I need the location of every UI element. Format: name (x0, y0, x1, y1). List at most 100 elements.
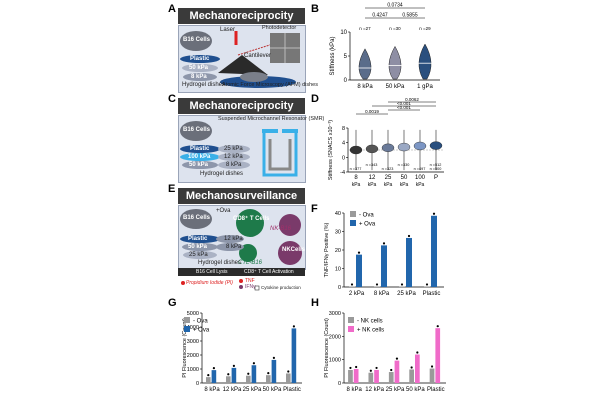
panel-letter-h: H (311, 297, 319, 309)
e-cytokine-label: Cytokine production (261, 285, 301, 290)
e-dish-50kpa: 50 kPa (188, 244, 208, 250)
x-unit-label: kPa (368, 182, 377, 188)
y-tick-label: 30 (335, 230, 341, 236)
violin (429, 141, 443, 150)
e-hydrogel-label: Hydrogel dishes (198, 260, 242, 266)
data-point (436, 325, 439, 328)
y-tick-label: 0 (338, 381, 341, 387)
n-label: n =323 (382, 167, 394, 171)
bar (424, 286, 430, 288)
x-tick-label: 50 (401, 175, 408, 181)
y-tick-label: 3000 (329, 311, 341, 317)
data-point (375, 366, 378, 370)
y-tick-label: 1000 (329, 358, 341, 364)
a-dish-plastic: Plastic (190, 56, 210, 62)
e-dish-plastic: Plastic (188, 236, 208, 242)
bar (388, 372, 394, 383)
x-tick-label: P (434, 175, 438, 181)
x-tick-label: 1 gPa (417, 84, 433, 90)
n-label: n =30 (389, 26, 401, 31)
e-dish-25kpa: 25 kPa (189, 252, 208, 258)
y-tick-label: 1000 (187, 367, 199, 373)
data-point (227, 373, 230, 376)
panel-letter-e: E (168, 183, 176, 195)
n-label: n =330 (398, 163, 410, 167)
data-point (375, 283, 379, 286)
data-point (400, 283, 404, 286)
legend-swatch (350, 211, 356, 217)
legend-swatch (348, 317, 354, 323)
bar (231, 367, 237, 383)
pvalue-label: 0.0019 (365, 109, 379, 114)
y-tick-label: 10 (340, 30, 347, 36)
legend-swatch (184, 326, 190, 332)
violin (388, 45, 402, 80)
y-tick-label: 3000 (187, 339, 199, 345)
x-tick-label: Plastic (423, 291, 441, 297)
x-tick-label: 50 kPa (406, 387, 425, 393)
legend-swatch (348, 326, 354, 332)
bar (409, 369, 414, 383)
x-tick-label: 50 kPa (263, 387, 282, 393)
panel-c-title: Mechanoreciprocity (SMR) (178, 98, 305, 128)
a-photodetector: Photodetector (262, 25, 297, 31)
x-tick-label: 100 (415, 175, 426, 181)
a-b16-cells: B16 Cells (183, 37, 211, 43)
y-tick-label: 2000 (187, 353, 199, 359)
x-tick-label: 12 kPa (223, 387, 242, 393)
bar (226, 376, 231, 383)
y-tick-label: 5000 (187, 311, 199, 317)
a-dish-8kpa: 8 kPa (191, 74, 207, 80)
a-afm-label: Atomic Force Microscopy (AFM) dishes (222, 82, 318, 88)
bar (429, 368, 435, 383)
legend-label: + NK cells (357, 328, 384, 334)
panel-e-title: Mechanosurveillance (178, 188, 305, 204)
smr-illustration (180, 121, 298, 177)
e-lysis: B16 Cell Lysis (196, 269, 228, 275)
x-tick-label: 50 kPa (386, 84, 405, 90)
panel-letter-a: A (168, 3, 176, 15)
x-tick-label: 8 kPa (374, 291, 390, 297)
bar (353, 369, 359, 383)
bar (211, 370, 217, 383)
x-tick-label: 25 (385, 175, 392, 181)
n-label: n =27 (359, 26, 371, 31)
bar (381, 245, 387, 287)
c-smr-label: Suspended Microchannel Resonator (SMR) (218, 116, 325, 122)
violin (349, 145, 363, 155)
bar (356, 254, 362, 287)
c-dish-plastic: Plastic (190, 146, 210, 152)
bar (291, 328, 297, 383)
data-point (350, 283, 354, 286)
panel-a-title: Mechanoreciprocity (AFM) (178, 8, 305, 38)
data-point (382, 242, 386, 245)
pvalue-label: <0.001 (397, 105, 411, 110)
bar (271, 359, 277, 383)
x-tick-label: 2 kPa (349, 291, 365, 297)
surveillance-illustration (180, 209, 302, 265)
legend-swatch (184, 317, 190, 323)
legend-label: + Ova (193, 328, 210, 334)
e-cd8-cells: CD8⁺ T Cells (233, 216, 270, 222)
pvalue-label: <0.001 (397, 101, 411, 106)
c-hydrogel-label: Hydrogel dishes (200, 171, 244, 177)
c-dish-100kpa: 100 kPa (188, 154, 211, 160)
violin (418, 43, 432, 80)
data-point (212, 367, 215, 370)
data-point (395, 357, 399, 360)
bar (368, 372, 374, 383)
bar (374, 286, 380, 288)
y-tick-label: 40 (335, 211, 341, 217)
x-tick-label: 12 (369, 175, 376, 181)
legend-label: - Ova (359, 213, 374, 219)
x-tick-label: Plastic (283, 387, 301, 393)
y-axis-label: Stiffness (kPa) (330, 37, 336, 76)
a-laser: Laser (220, 27, 236, 33)
legend-label: - Ova (193, 319, 208, 325)
y-tick-label: 0 (342, 155, 345, 161)
n-label: n =29 (419, 26, 431, 31)
